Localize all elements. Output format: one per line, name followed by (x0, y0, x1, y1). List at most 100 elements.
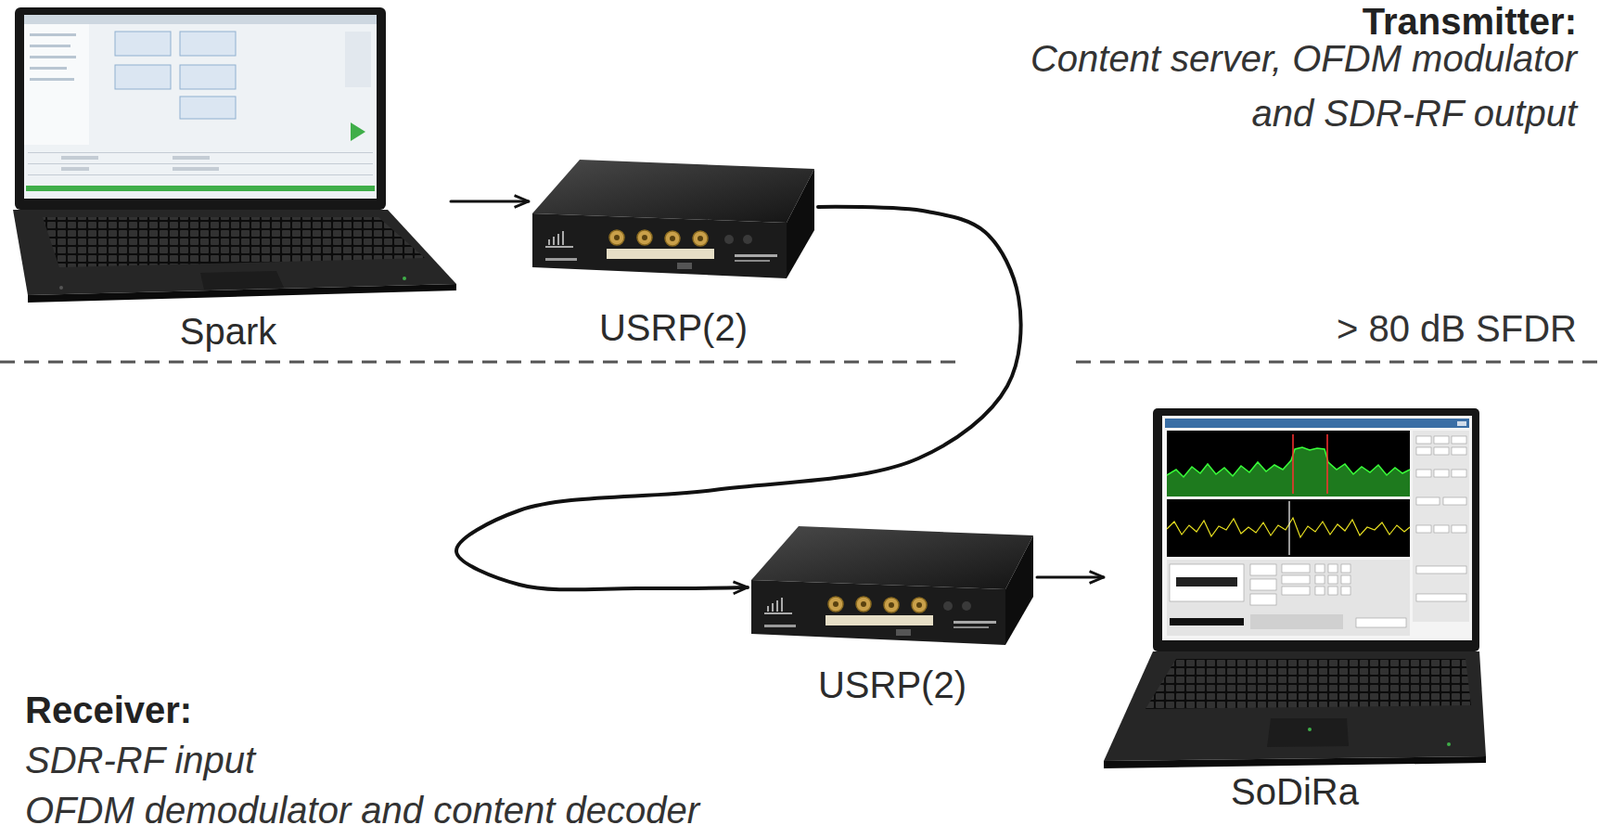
laptop-illustration-part-part (1328, 586, 1338, 595)
laptop-illustration-part-part (61, 166, 90, 171)
laptop-illustration-part (1166, 499, 1410, 557)
laptop-illustration-part-part (1416, 497, 1440, 505)
laptop-illustration-part (1267, 717, 1349, 747)
section-note: and SDR-RF output (1251, 92, 1577, 134)
laptop-illustration-part (1162, 415, 1472, 640)
laptop-illustration-part-part (1250, 593, 1277, 605)
laptop-illustration-part-part (1451, 447, 1467, 455)
laptop-illustration-part-part (1433, 469, 1449, 477)
laptop-illustration-part (1250, 614, 1344, 629)
laptop-illustration-part (1307, 727, 1312, 731)
laptop-illustration-part-part (1250, 578, 1277, 590)
laptop-illustration-part (1446, 742, 1451, 746)
section-note: SDR-RF input (25, 739, 256, 781)
spec-label: > 80 dB SFDR (1336, 307, 1577, 349)
laptop-illustration-part-part (1281, 586, 1310, 595)
laptop-illustration-part (1166, 447, 1410, 497)
laptop-illustration-part (1152, 408, 1480, 652)
signal-arrow (1036, 576, 1104, 579)
laptop-illustration-part-part (1451, 469, 1467, 477)
dashed-divider-part (1075, 360, 1600, 364)
laptop-illustration-part-part (1451, 435, 1467, 444)
illustration-space (5, 3, 451, 310)
laptop-illustration-part (1169, 617, 1244, 626)
laptop-illustration-part-part (179, 64, 236, 90)
laptop-illustration-part-part (1341, 575, 1351, 584)
laptop-illustration-part-part (115, 31, 171, 56)
laptop-illustration-part-part (1416, 565, 1467, 574)
laptop-illustration-part-part (115, 64, 171, 90)
laptop-illustration-part-part (1356, 617, 1407, 628)
laptop-illustration-part-part (1416, 593, 1467, 602)
laptop-illustration-part (1169, 563, 1244, 602)
laptop-illustration-part-part (27, 174, 373, 176)
laptop-illustration-part-part (29, 66, 67, 70)
usrp-device (532, 159, 815, 279)
laptop-illustration-part-part (27, 152, 373, 154)
laptop-illustration-part (1176, 576, 1238, 587)
laptop-illustration-part (14, 7, 386, 210)
usrp-device (751, 525, 1034, 645)
laptop-node: SoDiRa (1103, 408, 1486, 813)
laptop-illustration-part-part (1328, 575, 1338, 584)
laptop-illustration-part-part (1341, 586, 1351, 595)
laptop-illustration-part (29, 33, 77, 81)
laptop-illustration-part (1166, 559, 1410, 636)
section-note-wrap: OFDM demodulator and content decoder (25, 788, 700, 832)
laptop-illustration-part-part (1315, 575, 1325, 584)
laptop-illustration-part-part (1416, 469, 1432, 477)
dashed-divider-part (0, 360, 960, 364)
laptop-illustration-part-part (179, 96, 236, 119)
laptop-illustration-part (27, 283, 457, 303)
section-note-wrap: SDR-RF input (25, 738, 256, 781)
laptop-illustration-part (115, 31, 236, 119)
laptop-illustration-part-part (29, 44, 71, 48)
laptop-illustration-part-part (1315, 586, 1325, 595)
device-name: SoDiRa (1230, 769, 1359, 813)
laptop-illustration-part (1166, 517, 1410, 538)
laptop-illustration-part-part (29, 55, 77, 59)
laptop-illustration-part (27, 152, 373, 176)
section-note: OFDM demodulator and content decoder (25, 789, 700, 831)
laptop-illustration-part-part (1433, 447, 1449, 455)
laptop-illustration-part-part (1281, 575, 1310, 584)
illustration-space (747, 514, 1037, 664)
laptop-illustration-part-part (27, 163, 373, 165)
laptop-illustration-part (345, 31, 372, 88)
usrp-node: USRP(2) (528, 148, 819, 349)
laptop-illustration-part (25, 185, 375, 192)
laptop-illustration-part (42, 217, 425, 268)
laptop-illustration-part (1326, 434, 1329, 494)
laptop-illustration-part-part (179, 31, 236, 56)
device-name: USRP(2) (599, 306, 748, 349)
spec-label-wrap: > 80 dB SFDR (1336, 307, 1577, 350)
signal-arrow (450, 200, 529, 204)
laptop-illustration-part-part (29, 33, 77, 37)
laptop-illustration-part (24, 14, 377, 25)
section-note-wrap: Content server, OFDM modulator (1030, 37, 1577, 80)
laptop-illustration-part (24, 14, 377, 199)
laptop-illustration-part-part (1451, 524, 1467, 533)
laptop-illustration-part (24, 24, 90, 145)
laptop-illustration-part-part (1416, 447, 1432, 455)
illustration-space (528, 148, 819, 307)
laptop-illustration-part (1145, 658, 1472, 709)
section-note: Content server, OFDM modulator (1030, 38, 1577, 79)
laptop-illustration-part (1416, 435, 1467, 602)
laptop-illustration-part-part (1433, 524, 1449, 533)
illustration-space (1103, 408, 1486, 770)
laptop-illustration (12, 7, 457, 303)
laptop-illustration-part (1292, 434, 1294, 494)
laptop-illustration-part-part (1443, 497, 1467, 505)
dashed-divider (0, 361, 1600, 363)
laptop-illustration-part (59, 285, 64, 290)
laptop-illustration-part-part (1250, 563, 1277, 576)
laptop-illustration-part (200, 270, 284, 290)
device-name: USRP(2) (818, 663, 967, 706)
laptop-illustration-part-part (1416, 524, 1432, 533)
laptop-illustration-part (1103, 651, 1486, 761)
section-heading: Receiver: (25, 689, 192, 730)
laptop-illustration-part (350, 122, 366, 141)
laptop-illustration-part-part (1315, 563, 1325, 573)
laptop-illustration-part-part (61, 155, 99, 160)
